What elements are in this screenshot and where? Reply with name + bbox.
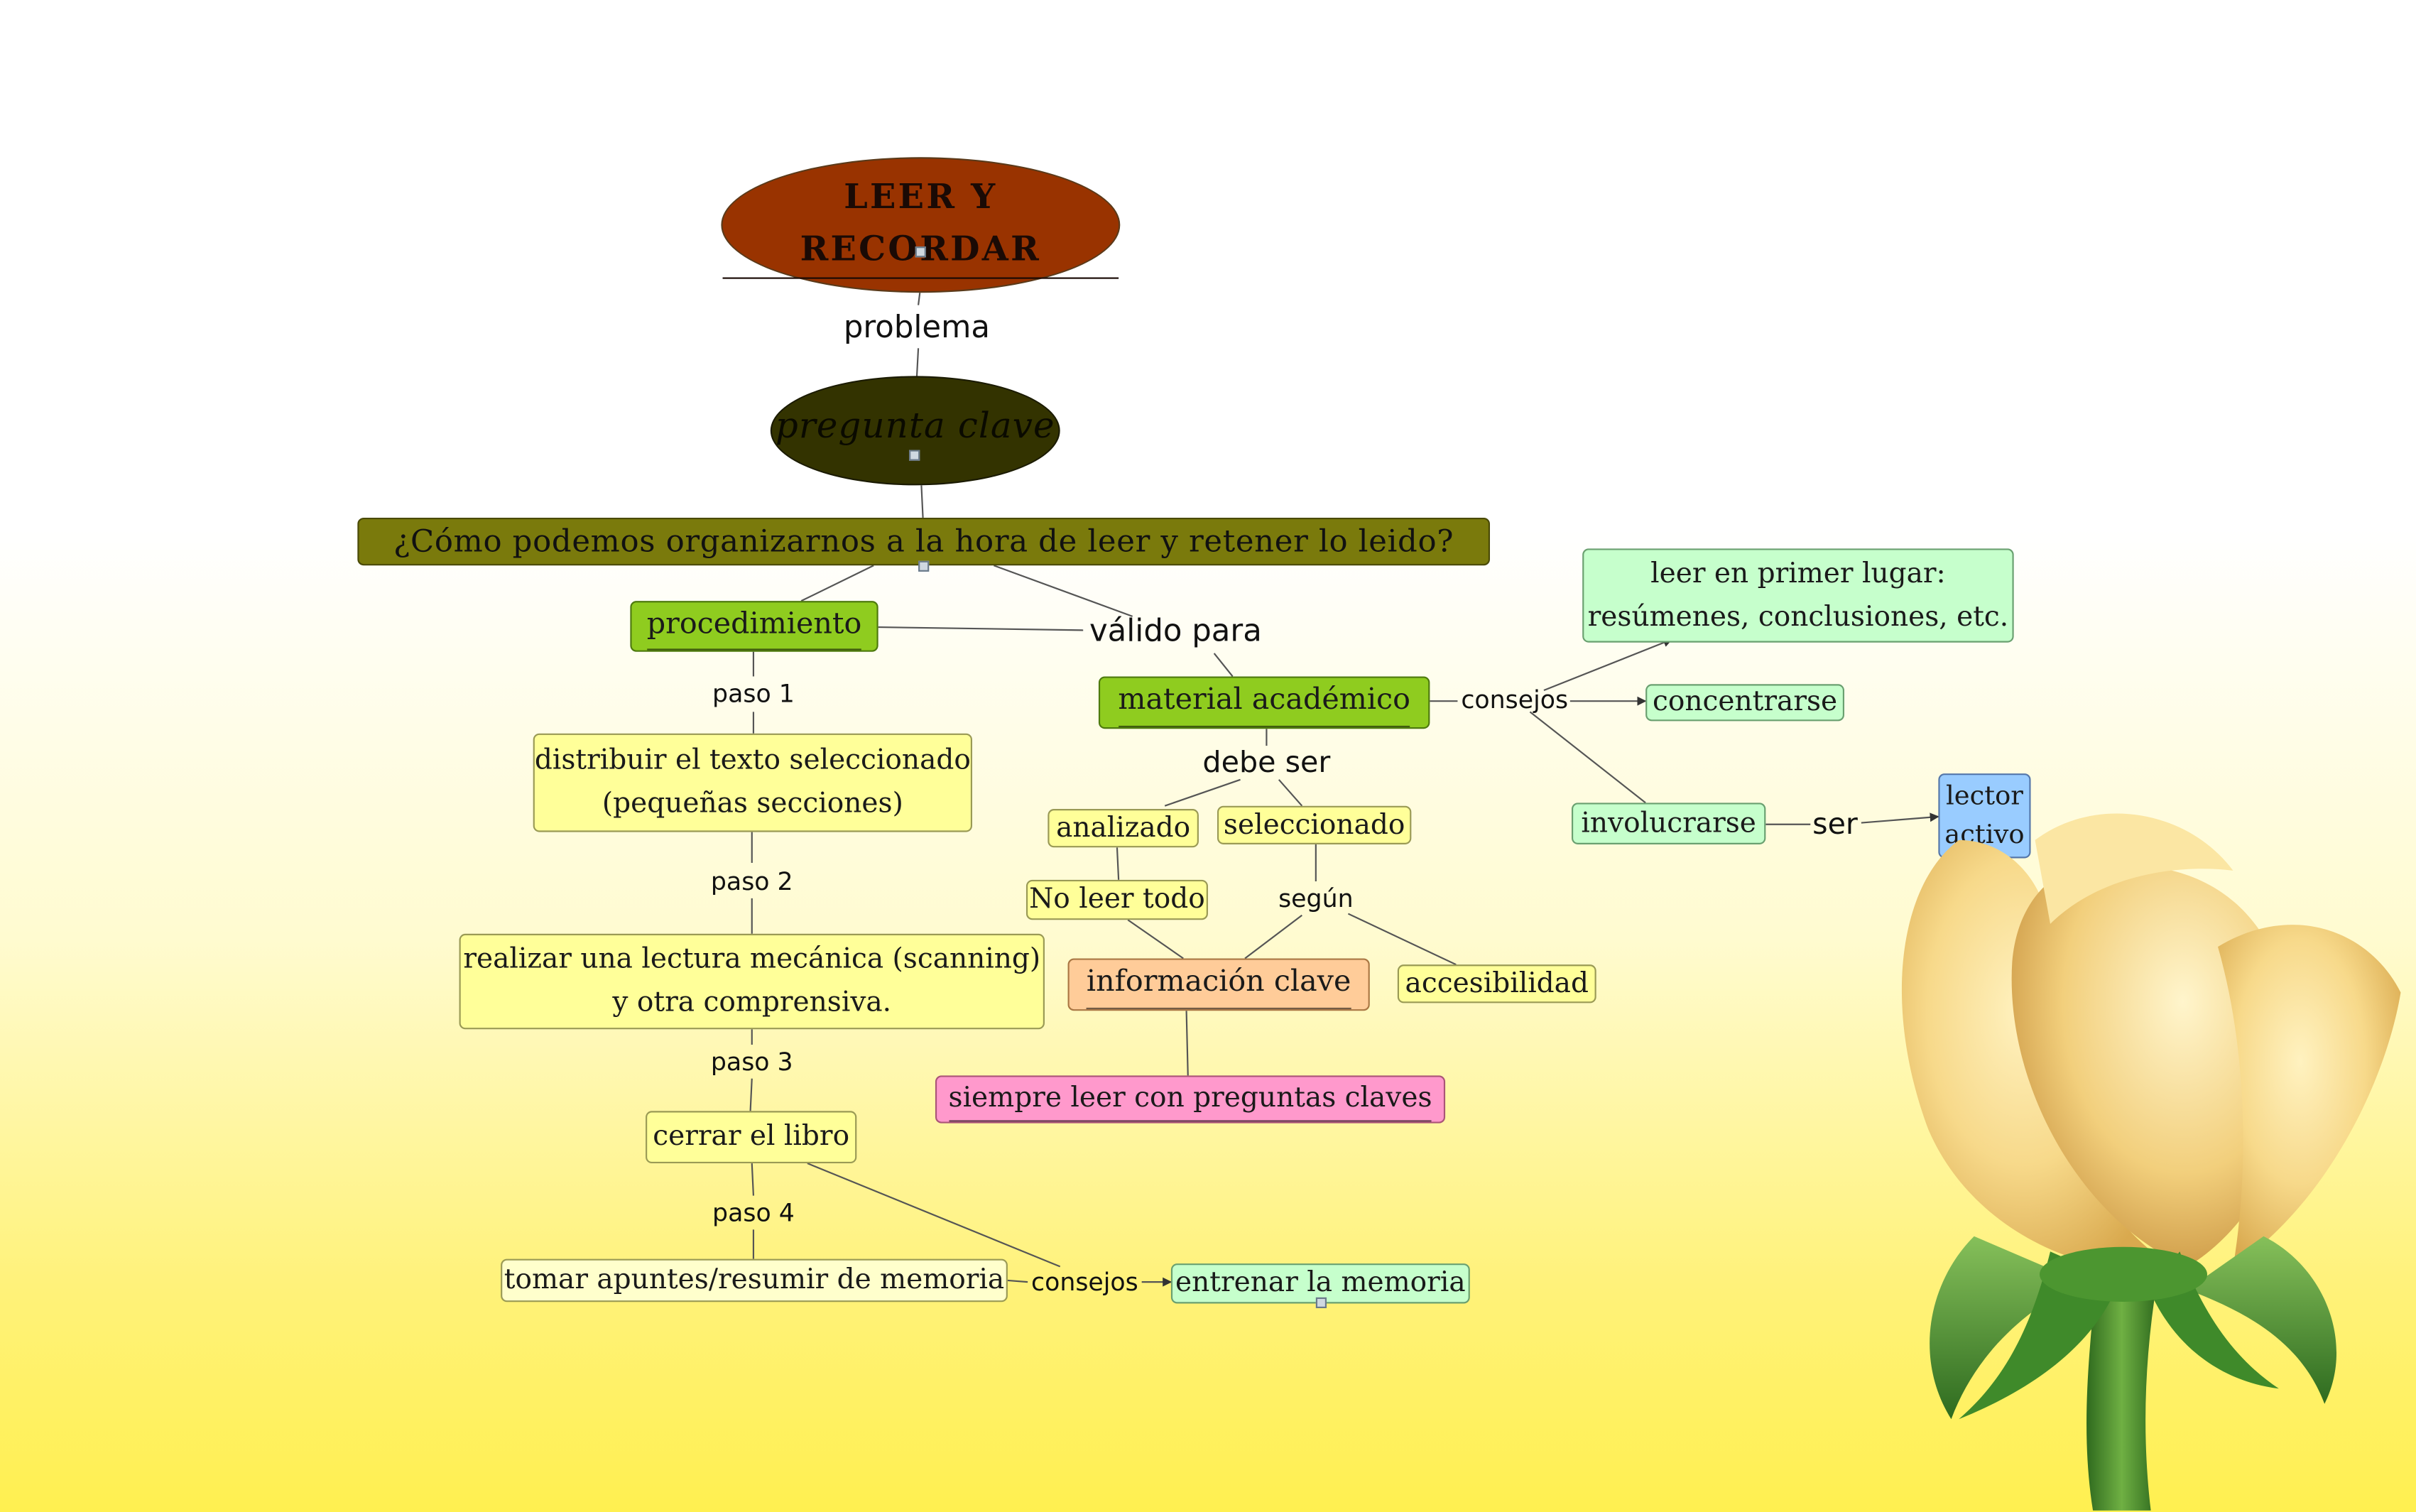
question-label: ¿Cómo podemos organizarnos a la hora de … (393, 522, 1454, 560)
tomar-apuntes-node[interactable]: tomar apuntes/resumir de memoria (501, 1258, 1008, 1302)
seleccionado-label: seleccionado (1223, 808, 1405, 841)
procedimiento-label: procedimiento (646, 602, 862, 651)
accesibilidad-label: accesibilidad (1405, 967, 1589, 1000)
question-node[interactable]: ¿Cómo podemos organizarnos a la hora de … (357, 517, 1491, 566)
lector-activo-line1: lector (1945, 781, 2023, 812)
informacion-clave-node[interactable]: información clave (1067, 958, 1370, 1011)
lectura-node[interactable]: realizar una lectura mecánica (scanning)… (459, 933, 1045, 1030)
distribuir-node[interactable]: distribuir el texto seleccionado (pequeñ… (533, 733, 973, 832)
link-label-paso-2: paso 2 (710, 866, 793, 896)
link-label-consejos-memoria: consejos (1031, 1267, 1138, 1297)
procedimiento-node[interactable]: procedimiento (630, 601, 878, 652)
entrenar-memoria-node[interactable]: entrenar la memoria (1170, 1263, 1470, 1304)
distribuir-label-line1: distribuir el texto seleccionado (534, 744, 971, 777)
cerrar-libro-label: cerrar el libro (653, 1120, 850, 1153)
pregunta-clave-node[interactable]: pregunta clave (770, 376, 1060, 486)
informacion-clave-label: información clave (1086, 960, 1351, 1009)
tomar-apuntes-label: tomar apuntes/resumir de memoria (504, 1263, 1005, 1296)
leer-primer-lugar-line1: leer en primer lugar: (1650, 557, 1946, 590)
link-label-paso-4: paso 4 (712, 1197, 795, 1228)
material-academico-label: material académico (1118, 678, 1410, 727)
lectura-label-line2: y otra comprensiva. (612, 986, 892, 1019)
link-label-consejos-material: consejos (1461, 685, 1569, 714)
leer-primer-lugar-line2: resúmenes, conclusiones, etc. (1587, 600, 2009, 633)
accesibilidad-node[interactable]: accesibilidad (1397, 964, 1596, 1004)
note-icon[interactable] (915, 246, 926, 258)
no-leer-todo-node[interactable]: No leer todo (1025, 879, 1208, 920)
root-node-label: LEER Y RECORDAR (722, 171, 1119, 279)
material-academico-node[interactable]: material académico (1098, 676, 1430, 729)
concentrarse-node[interactable]: concentrarse (1645, 684, 1845, 722)
link-label-debe-ser: debe ser (1202, 746, 1331, 780)
root-node[interactable]: LEER Y RECORDAR (721, 157, 1121, 293)
entrenar-memoria-label: entrenar la memoria (1175, 1266, 1466, 1300)
lectura-label-line1: realizar una lectura mecánica (scanning) (463, 943, 1041, 976)
note-icon[interactable] (909, 450, 920, 461)
no-leer-todo-label: No leer todo (1029, 883, 1205, 915)
analizado-label: analizado (1056, 811, 1191, 844)
involucrarse-label: involucrarse (1581, 806, 1756, 839)
link-label-valido-para: válido para (1089, 611, 1262, 649)
link-label-ser: ser (1812, 807, 1858, 842)
siempre-preguntas-node[interactable]: siempre leer con preguntas claves (935, 1075, 1446, 1124)
cerrar-libro-node[interactable]: cerrar el libro (646, 1111, 857, 1164)
leer-primer-lugar-node[interactable]: leer en primer lugar: resúmenes, conclus… (1582, 548, 2014, 643)
siempre-preguntas-label: siempre leer con preguntas claves (948, 1077, 1432, 1123)
link-label-problema: problema (843, 308, 990, 345)
analizado-node[interactable]: analizado (1048, 809, 1199, 848)
pregunta-clave-label: pregunta clave (775, 406, 1055, 447)
concentrarse-label: concentrarse (1652, 685, 1838, 719)
seleccionado-node[interactable]: seleccionado (1217, 805, 1412, 844)
distribuir-label-line2: (pequeñas secciones) (602, 787, 903, 820)
link-label-paso-3: paso 3 (710, 1047, 793, 1077)
note-icon[interactable] (1315, 1297, 1327, 1308)
note-icon[interactable] (918, 560, 930, 572)
yellow-rose-icon (1901, 813, 2401, 1511)
link-label-segun: según (1278, 883, 1354, 913)
involucrarse-node[interactable]: involucrarse (1571, 803, 1766, 844)
link-label-paso-1: paso 1 (712, 678, 795, 708)
